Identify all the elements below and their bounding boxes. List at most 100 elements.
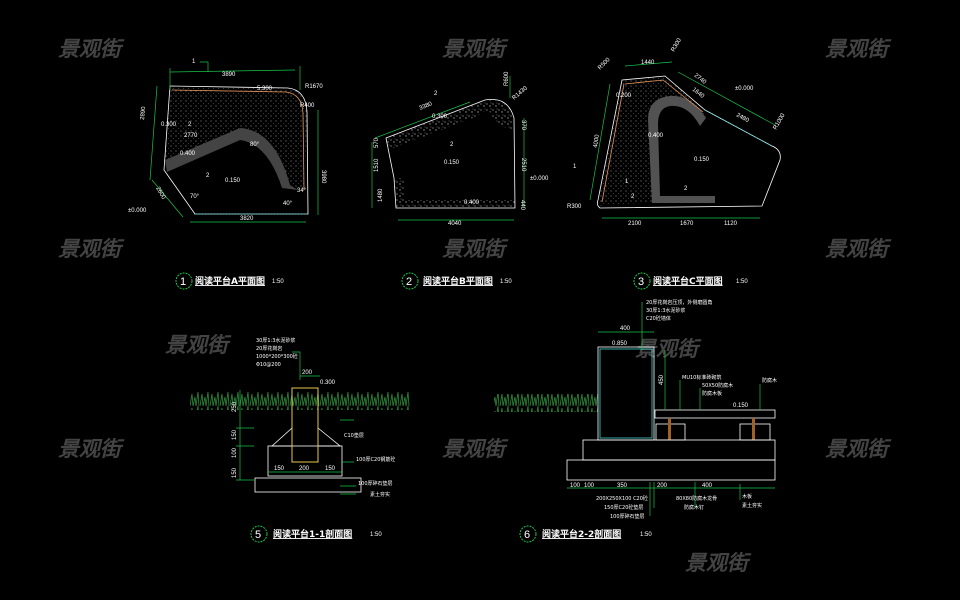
- callout-label: 30厚1:3水泥砂浆: [256, 337, 295, 344]
- dim-label: 40°: [283, 201, 293, 207]
- dim-label: 150: [274, 466, 285, 472]
- callout-label: 素土夯实: [370, 491, 390, 498]
- callout-label: 防腐木: [762, 377, 777, 384]
- watermark: 景观街: [442, 37, 509, 61]
- callout-label: 100厚碎石垫层: [610, 513, 645, 520]
- dim-label: 0.300: [320, 380, 336, 386]
- section-title: 阅读平台1-1剖面图: [273, 528, 352, 540]
- dim-label: 3820: [240, 216, 254, 222]
- watermarks: 景观街 景观街 景观街 景观街 景观街 景观街 景观街 景观街 景观街 景观街 …: [58, 37, 892, 575]
- dim-label: 100: [232, 447, 238, 458]
- watermark: 景观街: [685, 551, 752, 575]
- dim-label: ±0.000: [735, 86, 754, 92]
- callout-label: 素土夯实: [742, 502, 762, 509]
- dim-label: 34°: [297, 188, 307, 194]
- dim-label: 3380: [419, 101, 434, 112]
- dim-label: 370: [520, 120, 526, 131]
- dim-label: 0.400: [180, 151, 196, 157]
- dim-label: 100: [570, 483, 581, 489]
- dim-label: 250: [232, 401, 238, 412]
- dim-label: 1120: [724, 221, 738, 227]
- dim-label: 0.300: [432, 114, 448, 120]
- dim-label: R500: [597, 57, 612, 72]
- scale-label: 1:50: [500, 279, 512, 285]
- callout-label: 80X80防腐木龙骨: [676, 495, 717, 502]
- scale-label: 1:50: [272, 279, 284, 285]
- callout-label: C10垫层: [344, 432, 364, 439]
- dim-label: 0.850: [612, 341, 628, 347]
- dim-label: 4040: [448, 221, 462, 227]
- callout-label: 100厚C20钢筋砼: [356, 456, 395, 463]
- watermark: 景观街: [442, 437, 509, 461]
- dim-label: 0.400: [464, 200, 480, 206]
- dim-label: 2: [450, 142, 454, 148]
- dim-label: 1480: [378, 188, 384, 202]
- detail-marker: [633, 272, 651, 290]
- dim-label: 450: [659, 374, 665, 385]
- dim-label: 3890: [222, 72, 236, 78]
- callout-label: 20厚花岗岩压顶，外侧磨圆角: [646, 299, 712, 306]
- watermark: 景观街: [825, 37, 892, 61]
- dim-label: 0.150: [694, 157, 710, 163]
- dim-label: 200: [299, 466, 310, 472]
- dim-label: 150: [232, 429, 238, 440]
- dim-label: 0.150: [225, 178, 241, 184]
- detail-number: 5: [255, 529, 261, 541]
- plan-c: 1440 R500 R300 2740 1640 ±0.000 2480 0.2…: [567, 37, 787, 227]
- dim-label: R1000: [773, 112, 787, 131]
- callout-label: MU10标准砖砌筑: [682, 374, 721, 381]
- dim-label: 5.300: [257, 86, 273, 92]
- dim-label: 1: [573, 164, 577, 170]
- dim-label: 2890: [140, 106, 147, 120]
- scale-label: 1:50: [736, 279, 748, 285]
- dim-label: 0.150: [733, 403, 749, 409]
- plan-title: 阅读平台B平面图: [423, 275, 493, 287]
- dim-label: 1: [625, 179, 629, 185]
- dim-label: 3980: [320, 170, 326, 184]
- callout-label: 防腐木板: [702, 390, 722, 397]
- watermark: 景观街: [58, 237, 125, 261]
- detail-marker: [250, 525, 268, 543]
- dim-label: 440: [519, 200, 525, 211]
- dim-label: 2: [684, 186, 688, 192]
- dim-label: 2600: [154, 186, 166, 201]
- watermark: 景观街: [825, 437, 892, 461]
- callout-label: 200X250X100 C20砼: [596, 495, 648, 502]
- watermark: 景观街: [825, 237, 892, 261]
- dim-label: R1430: [511, 85, 529, 101]
- dim-label: 1640: [691, 87, 706, 100]
- dim-label: 4000: [593, 134, 601, 149]
- dim-label: 0.400: [648, 133, 664, 139]
- dim-label: 2510: [520, 158, 526, 172]
- dim-label: R300: [567, 204, 582, 210]
- watermark: 景观街: [58, 437, 125, 461]
- callout-label: 20厚花岗岩: [256, 345, 282, 352]
- dim-label: R1670: [305, 84, 323, 90]
- dim-label: 2100: [628, 221, 642, 227]
- dim-label: 0.300: [161, 122, 177, 128]
- watermark: 景观街: [58, 37, 125, 61]
- plan-a: 3890 5.300 R1670 R400 2890 0.300 2770 0.…: [128, 59, 326, 223]
- plan-b: 3380 R600 R1430 0.300 0.150 570 1510 148…: [371, 71, 549, 227]
- dim-label: 2770: [184, 133, 198, 139]
- callout-label: Φ10@200: [256, 362, 281, 368]
- dim-label: 0.150: [444, 160, 460, 166]
- dim-label: R400: [300, 103, 315, 109]
- watermark: 景观街: [165, 333, 232, 357]
- detail-number: 3: [638, 276, 644, 288]
- section-title: 阅读平台2-2剖面图: [542, 528, 621, 540]
- dim-label: 1440: [641, 60, 655, 66]
- detail-number: 1: [180, 276, 186, 288]
- callout-label: 1000*200*300砼: [256, 353, 298, 360]
- callout-label: 防腐木钉: [684, 504, 704, 511]
- detail-marker: [519, 525, 537, 543]
- dim-label: ±0.000: [530, 176, 549, 182]
- dim-label: 1510: [374, 158, 380, 172]
- callout-label: 100厚碎石垫层: [358, 480, 393, 487]
- scale-label: 1:50: [370, 532, 382, 538]
- dim-label: R300: [671, 37, 684, 53]
- dim-label: 2: [631, 194, 635, 200]
- dim-label: 200: [302, 370, 313, 376]
- section-1-1: 200 0.300 250 150 100 150 150 200 150 30…: [190, 337, 410, 498]
